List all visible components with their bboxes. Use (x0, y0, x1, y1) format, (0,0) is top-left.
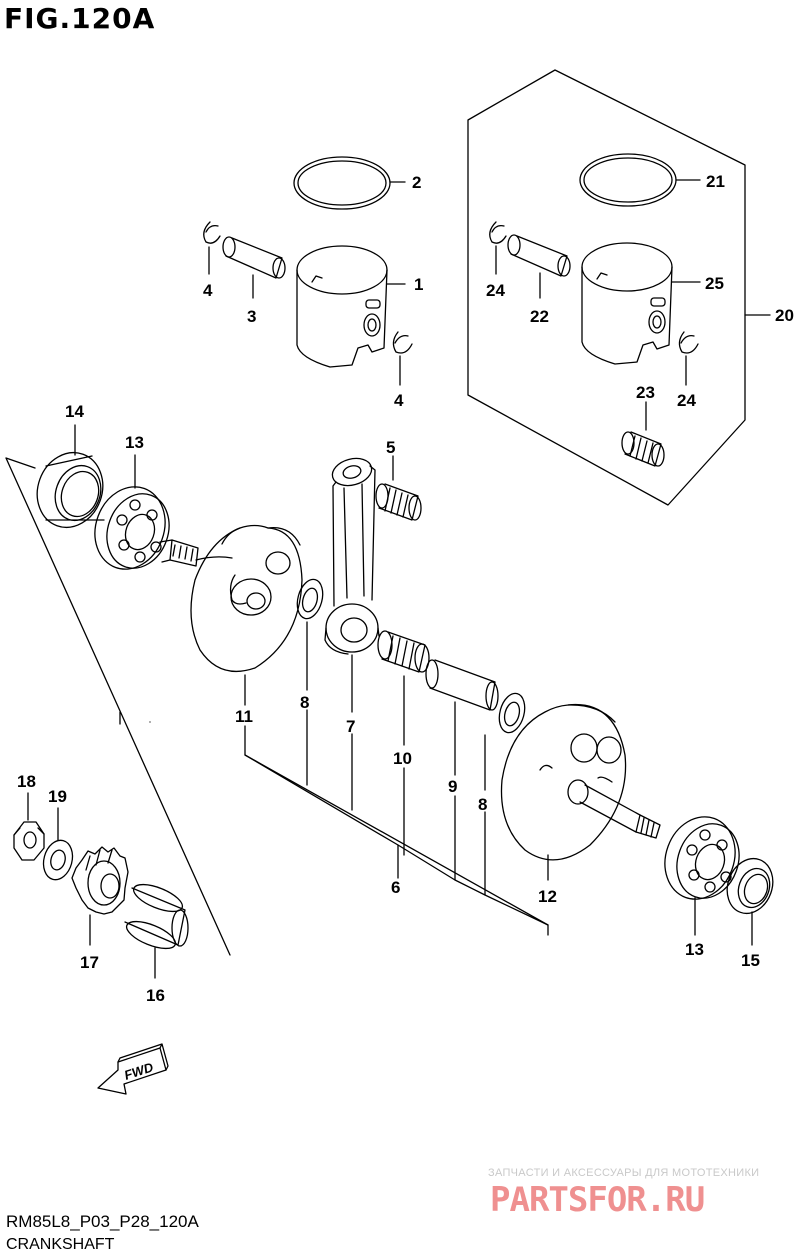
callout-22: 22 (530, 307, 549, 326)
callout-5: 5 (386, 438, 395, 457)
callout-11: 11 (235, 707, 253, 726)
crank-pin-9 (425, 659, 499, 711)
callout-7: 7 (346, 717, 355, 736)
watermark-tagline: ЗАПЧАСТИ И АКСЕССУАРЫ ДЛЯ МОТОТЕХНИКИ (488, 1167, 760, 1179)
needle-bearing-23 (621, 431, 665, 467)
callout-19: 19 (48, 787, 67, 806)
figure-name: CRANKSHAFT (6, 1236, 115, 1253)
gear-17 (71, 846, 129, 915)
callout-3: 3 (247, 307, 256, 326)
callout-25: 25 (705, 274, 724, 293)
oil-seal-15 (726, 857, 774, 915)
watermark-logo: PARTSFOR.RU (490, 1180, 705, 1220)
callout-8-left: 8 (300, 693, 309, 712)
callout-4-upper: 4 (203, 281, 213, 300)
washer-19 (42, 839, 74, 881)
callout-16: 16 (146, 986, 165, 1005)
piston-1 (296, 245, 388, 368)
circlip-4-lower (392, 331, 413, 354)
callout-18: 18 (17, 772, 36, 791)
figure-title: FIG.120A (4, 2, 156, 35)
piston-kit-bracket (467, 69, 746, 506)
callout-12: 12 (538, 887, 557, 906)
callout-15: 15 (741, 951, 760, 970)
bearing-13-right (664, 816, 740, 900)
callout-1: 1 (414, 275, 423, 294)
callout-17: 17 (80, 953, 99, 972)
callout-13-right: 13 (685, 940, 704, 959)
callout-24-lower: 24 (677, 391, 696, 410)
crank-half-11 (159, 524, 303, 672)
piston-pin-22 (507, 234, 571, 277)
callout-13-left: 13 (125, 433, 144, 452)
callout-21: 21 (706, 172, 725, 191)
callout-14: 14 (65, 402, 84, 421)
bearing-13-left (94, 486, 170, 570)
piston-ring-21 (579, 153, 677, 207)
circlip-24-lower (678, 331, 699, 354)
callout-8-right: 8 (478, 795, 487, 814)
callout-10: 10 (393, 749, 412, 768)
oil-seal-14 (36, 452, 105, 528)
thrust-washer-8-left (296, 578, 324, 620)
spacer-16 (124, 883, 189, 950)
fwd-arrow-icon (97, 1043, 169, 1095)
circlip-24-upper (489, 221, 507, 244)
thrust-washer-8-right (498, 692, 526, 734)
piston-pin-3 (222, 236, 286, 279)
callout-20: 20 (775, 306, 794, 325)
connecting-rod-7 (324, 457, 380, 655)
needle-bearing-10 (377, 630, 430, 673)
piston-25 (581, 242, 673, 365)
piston-ring-2 (293, 156, 391, 210)
left-group-bracket (5, 457, 231, 956)
circlip-4-upper (203, 221, 221, 244)
nut-18 (13, 821, 45, 861)
callout-9: 9 (448, 777, 457, 796)
needle-bearing-5 (375, 483, 422, 521)
figure-code: RM85L8_P03_P28_120A (6, 1212, 199, 1231)
callout-23: 23 (636, 383, 655, 402)
callout-4-lower: 4 (394, 391, 404, 410)
callout-6: 6 (391, 878, 400, 897)
callout-24-upper: 24 (486, 281, 505, 300)
crank-half-12 (500, 703, 661, 861)
callout-2: 2 (412, 173, 421, 192)
